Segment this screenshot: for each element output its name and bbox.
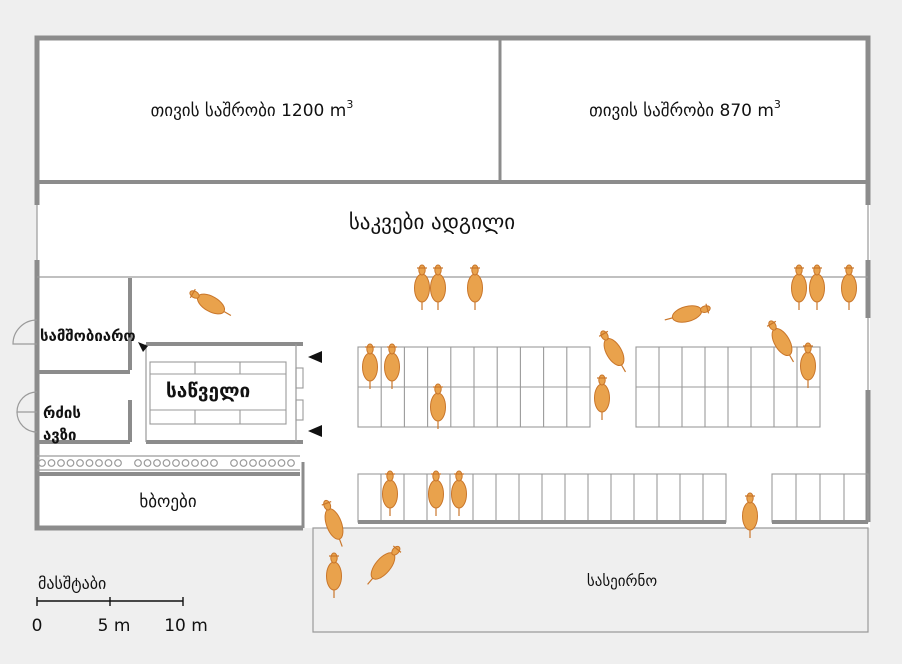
door-symbols	[12, 319, 38, 433]
trough-circle	[258, 459, 267, 467]
cow-icon	[321, 499, 344, 547]
scale-bar: მასშტაბი 0 5 m 10 m	[32, 574, 208, 636]
cow-icon	[367, 545, 402, 585]
milking-room-label: საწველი	[166, 380, 250, 402]
trough-circle	[200, 459, 209, 467]
trough-circle	[104, 459, 113, 467]
cow-icon	[800, 342, 816, 388]
cow-icon	[766, 320, 795, 363]
milk-tank-label-line1: რძის	[43, 404, 81, 422]
building-interior	[37, 38, 870, 528]
trough-circle	[210, 459, 218, 467]
trough-circle	[181, 459, 190, 467]
scale-tick-10: 10 m	[164, 616, 208, 636]
cow-icon	[809, 264, 825, 310]
feeding-area-label: საკვები ადგილი	[349, 210, 515, 234]
entry-arrow-icon	[138, 342, 148, 352]
trough-circle	[76, 459, 84, 467]
trough-circle	[95, 459, 103, 467]
cow-icon	[414, 264, 430, 310]
outer-walls	[34, 35, 871, 531]
walking-yard-area	[312, 527, 869, 633]
cows	[189, 264, 857, 598]
calves-label: ხბოები	[139, 492, 196, 512]
milking-parlour	[138, 342, 322, 444]
trough-circle	[230, 459, 238, 467]
trough-circle	[277, 459, 286, 467]
maternity-label: სამშობიარო	[40, 327, 136, 345]
cow-icon	[594, 374, 610, 420]
cow-icon	[382, 470, 398, 516]
cubicle-stalls	[357, 346, 869, 524]
cow-icon	[362, 343, 378, 389]
cow-icon	[664, 303, 711, 323]
trough-circle	[239, 459, 248, 467]
scale-title: მასშტაბი	[38, 574, 106, 593]
entry-arrow-icon	[308, 351, 322, 363]
scale-tick-0: 0	[32, 616, 43, 636]
cow-icon	[841, 264, 857, 310]
trough-circle	[268, 459, 276, 467]
silo2-label: თივის საშრობი 870 m3	[589, 98, 781, 121]
cow-icon	[467, 264, 483, 310]
trough-circle	[162, 459, 171, 467]
trough-circle	[57, 459, 65, 467]
cow-icon	[326, 552, 342, 598]
cow-icon	[451, 470, 467, 516]
feed-trough	[37, 455, 300, 471]
exit-arrow-icon	[308, 425, 322, 437]
trough-circle	[153, 459, 161, 467]
stall-block-center-right	[635, 346, 821, 428]
trough-circle	[191, 459, 199, 467]
scale-tick-5: 5 m	[98, 616, 131, 636]
walking-yard-label: სასეირნო	[587, 572, 657, 590]
trough-circle	[66, 459, 75, 467]
trough-circle	[85, 459, 94, 467]
cow-icon	[189, 288, 232, 317]
cow-icon	[430, 264, 446, 310]
trough-circle	[38, 459, 46, 467]
stall-block-center-left	[357, 346, 591, 428]
cow-icon	[430, 383, 446, 429]
silo1-label: თივის საშრობი 1200 m3	[151, 98, 354, 121]
milk-tank-label-line2: ავზი	[43, 426, 76, 444]
cow-icon	[791, 264, 807, 310]
trough-circle	[287, 459, 295, 467]
trough-circle	[172, 459, 180, 467]
trough-circle	[134, 459, 142, 467]
left-rooms	[37, 278, 305, 528]
trough-circle	[47, 459, 56, 467]
cow-icon	[598, 330, 627, 373]
cow-icon	[742, 492, 758, 538]
cow-icon	[428, 470, 444, 516]
cow-icon	[384, 343, 400, 389]
trough-circle	[249, 459, 257, 467]
trough-circle	[143, 459, 152, 467]
trough-circle	[114, 459, 122, 467]
